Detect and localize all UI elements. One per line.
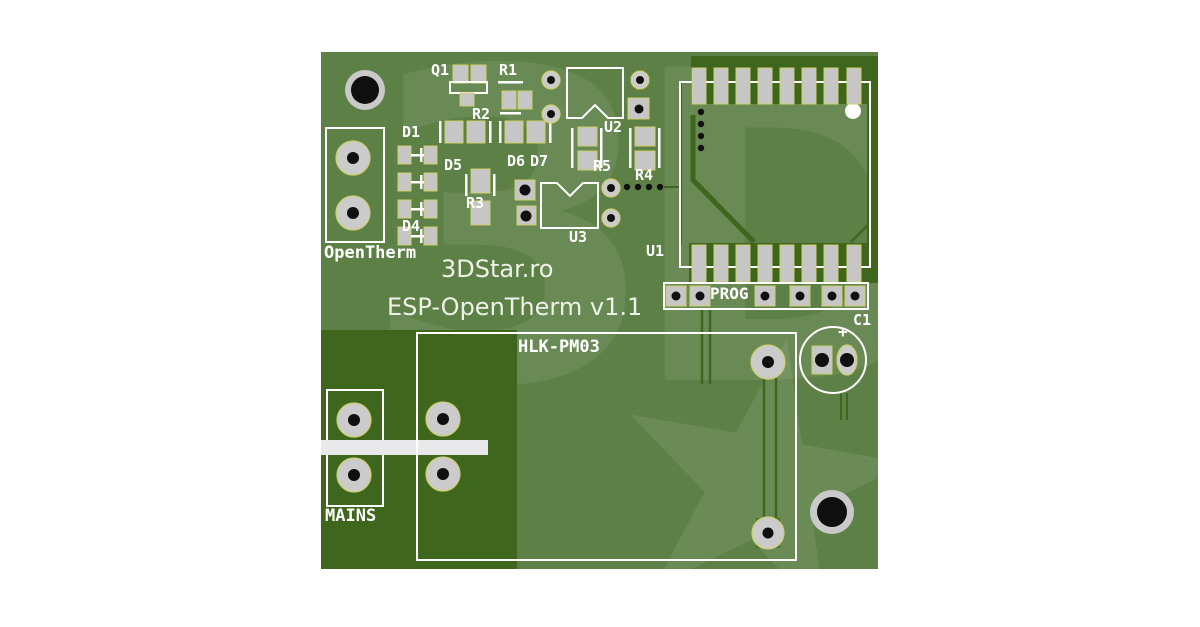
silkscreen-label-r5: R5: [593, 157, 612, 175]
silkscreen-label-hlk-pm03: HLK-PM03: [518, 337, 600, 357]
opentherm-connector: [325, 127, 385, 243]
silkscreen-label-c1-plus: +: [838, 322, 848, 341]
silkscreen-label-d5: D5: [444, 156, 463, 174]
component-d5-r3: [465, 168, 496, 226]
component-r5: [571, 126, 603, 171]
silkscreen-label-mains: MAINS: [325, 506, 377, 526]
silkscreen-label-u2: U2: [604, 118, 623, 136]
hlk-pm03-module: [416, 332, 797, 561]
silkscreen-label-u3: U3: [569, 228, 588, 246]
silkscreen-label-r2: R2: [472, 105, 491, 123]
component-r1: [498, 81, 533, 115]
silkscreen-label-q1: Q1: [431, 61, 450, 79]
board-brand-text: 3DStar.ro: [441, 255, 554, 283]
component-u2: [541, 67, 650, 124]
mounting-hole-top-left: [345, 70, 385, 110]
component-r4: [629, 126, 661, 171]
component-u3: [514, 178, 621, 229]
silkscreen-label-d7: D7: [530, 152, 549, 170]
component-r2: [439, 120, 492, 144]
component-q1: [449, 64, 488, 107]
component-u1-esp-module: [679, 67, 871, 283]
silkscreen-label-u1: U1: [646, 242, 665, 260]
watermark-star: [630, 338, 878, 569]
silkscreen-label-r1: R1: [499, 61, 518, 79]
silkscreen-label-d4: D4: [402, 217, 421, 235]
silkscreen-label-prog: PROG: [710, 284, 749, 303]
silkscreen-label-d1: D1: [402, 123, 421, 141]
component-pair-d6d7: [499, 120, 552, 144]
pcb-graphics: [321, 56, 878, 569]
silkscreen-label-opentherm: OpenTherm: [324, 243, 417, 263]
prog-header: [663, 282, 869, 310]
component-c1: [799, 326, 867, 394]
mounting-hole-bottom-right: [810, 490, 854, 534]
silkscreen-label-c1: C1: [853, 311, 872, 329]
vias: [623, 103, 861, 191]
silkscreen-label-r4: R4: [635, 166, 654, 184]
component-diode-column-d1-d4: [397, 145, 438, 246]
board-title-text: ESP-OpenTherm v1.1: [387, 293, 643, 321]
pcb-board: 3D: [321, 52, 878, 569]
silkscreen-label-d6: D6: [507, 152, 526, 170]
mains-isolation-slot: [321, 440, 488, 455]
silkscreen-label-r3: R3: [466, 194, 485, 212]
